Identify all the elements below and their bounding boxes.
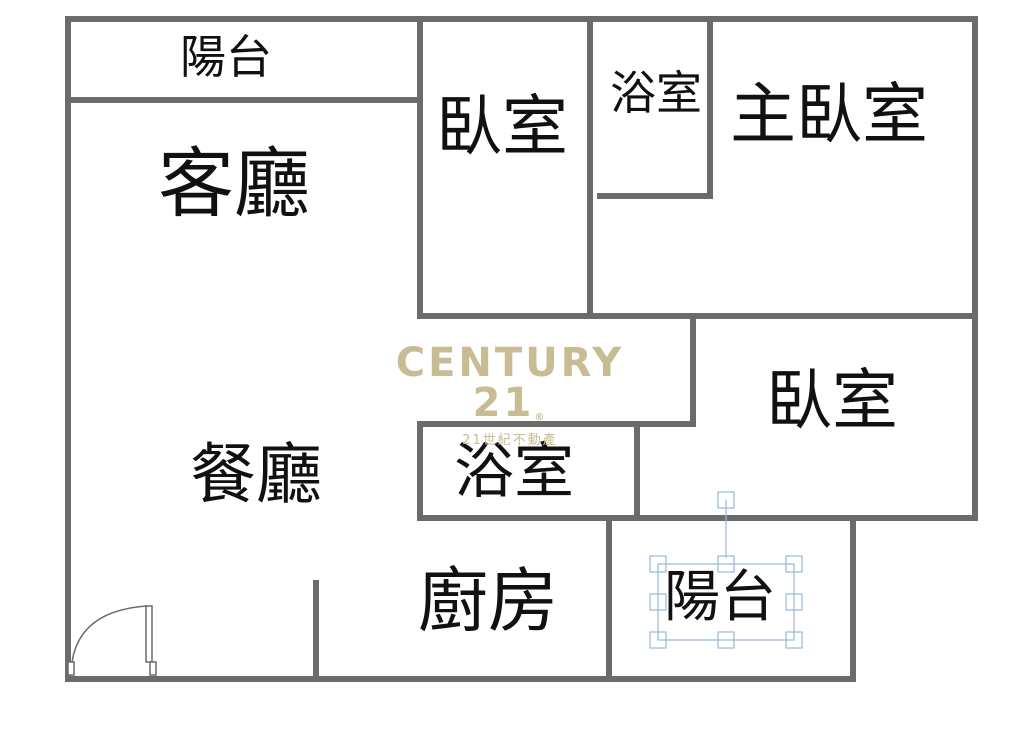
rotate-handle[interactable] — [717, 491, 735, 509]
walls — [65, 16, 978, 682]
handle-ne[interactable] — [785, 555, 803, 573]
door-swing-arc — [71, 605, 149, 663]
handle-n[interactable] — [717, 555, 735, 573]
watermark-brand-text: CENTURY 21 — [395, 340, 625, 426]
selection-bounds — [657, 563, 795, 641]
watermark-brand: CENTURY 21® — [360, 343, 660, 423]
door-jamb-right — [149, 661, 157, 676]
selection-handles[interactable] — [649, 491, 803, 649]
entrance-door[interactable] — [67, 605, 157, 676]
handle-nw[interactable] — [649, 555, 667, 573]
handle-e[interactable] — [785, 593, 803, 611]
room-label-master-bedroom: 主臥室 — [730, 76, 928, 153]
watermark-subtitle: 21世紀不動產 — [462, 433, 558, 448]
handle-w[interactable] — [649, 593, 667, 611]
room-label-bedroom-1: 臥室 — [436, 88, 568, 165]
room-label-kitchen: 廚房 — [418, 560, 558, 642]
room-label-bedroom-2: 臥室 — [766, 362, 898, 439]
registered-mark: ® — [534, 412, 548, 423]
room-label-balcony-top: 陽台 — [180, 30, 272, 84]
handle-sw[interactable] — [649, 631, 667, 649]
century21-watermark: CENTURY 21® 21世紀不動產 — [360, 343, 660, 448]
door-jamb-left — [67, 661, 75, 676]
room-label-bathroom-1: 浴室 — [610, 66, 702, 120]
room-label-balcony-bottom: 陽台 — [664, 565, 776, 630]
room-label-bathroom-2: 浴室 — [454, 437, 574, 507]
handle-s[interactable] — [717, 631, 735, 649]
room-label-dining-room: 餐廳 — [190, 436, 322, 513]
door-leaf — [145, 605, 153, 663]
handle-se[interactable] — [785, 631, 803, 649]
room-label-living-room: 客廳 — [158, 139, 310, 228]
